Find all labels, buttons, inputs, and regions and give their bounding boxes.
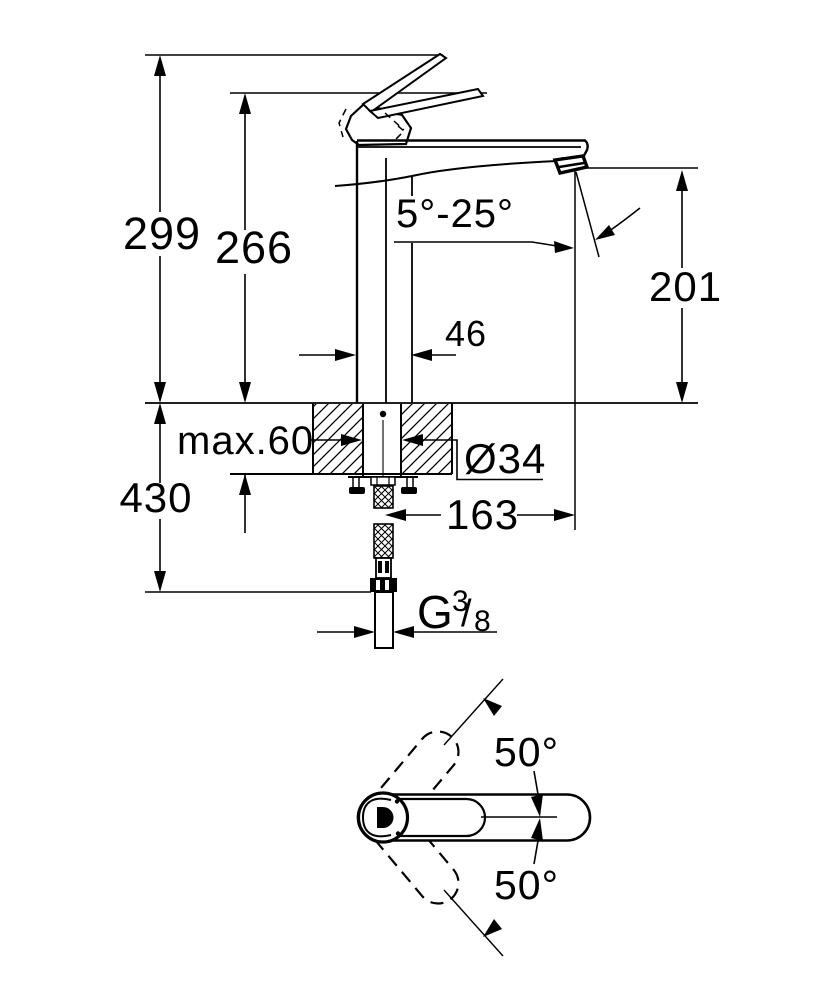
dim-overall-height-299: 299 bbox=[123, 55, 201, 403]
dim-46-label: 46 bbox=[445, 313, 487, 354]
connection-tube bbox=[374, 591, 394, 649]
dim-50-upper-label: 50° bbox=[494, 729, 559, 775]
handle-top-view bbox=[356, 730, 592, 905]
dim-163-label: 163 bbox=[446, 491, 519, 538]
dim-swivel-upper-50: 50° bbox=[443, 678, 559, 817]
supply-hose bbox=[370, 485, 397, 649]
thread-numerator: 3 bbox=[452, 585, 469, 618]
dim-o34-label: Ø34 bbox=[464, 435, 546, 482]
shank-and-screws bbox=[348, 404, 418, 494]
extension-lines bbox=[145, 54, 698, 593]
dim-201-label: 201 bbox=[649, 263, 722, 310]
dim-299-label: 299 bbox=[123, 208, 201, 259]
thread-slash: / bbox=[461, 593, 472, 635]
dim-angle-label: 5°-25° bbox=[396, 192, 514, 236]
dim-height-266: 266 bbox=[215, 93, 293, 403]
shank-center-dot bbox=[379, 410, 387, 418]
dim-spout-reach-163: 163 bbox=[385, 491, 575, 538]
dim-hole-diameter-o34: Ø34 bbox=[309, 434, 546, 482]
dim-max60-label: max.60 bbox=[177, 419, 314, 463]
top-view-drawing: 50° 50° bbox=[356, 678, 592, 957]
dim-depth-430: 430 bbox=[119, 403, 192, 592]
dim-266-label: 266 bbox=[215, 222, 293, 273]
dim-430-label: 430 bbox=[119, 474, 192, 521]
thread-g-label: G bbox=[417, 586, 453, 638]
faucet-side-profile bbox=[334, 52, 590, 403]
lever-slot bbox=[377, 807, 394, 828]
thread-denominator: 8 bbox=[474, 605, 491, 638]
dim-spout-angle-5-25: 5°-25° bbox=[394, 192, 641, 253]
dim-swivel-lower-50: 50° bbox=[443, 818, 559, 957]
dim-50-lower-label: 50° bbox=[494, 862, 559, 908]
dim-body-width-46: 46 bbox=[299, 313, 487, 361]
dim-thread-g38: G 3 / 8 bbox=[317, 585, 497, 638]
hose-nut bbox=[370, 578, 397, 592]
dim-spout-height-201: 201 bbox=[649, 170, 722, 403]
side-view-drawing: 299 266 430 max.60 Ø34 bbox=[119, 52, 722, 649]
dim-deck-thickness-max60: max.60 bbox=[177, 419, 314, 533]
